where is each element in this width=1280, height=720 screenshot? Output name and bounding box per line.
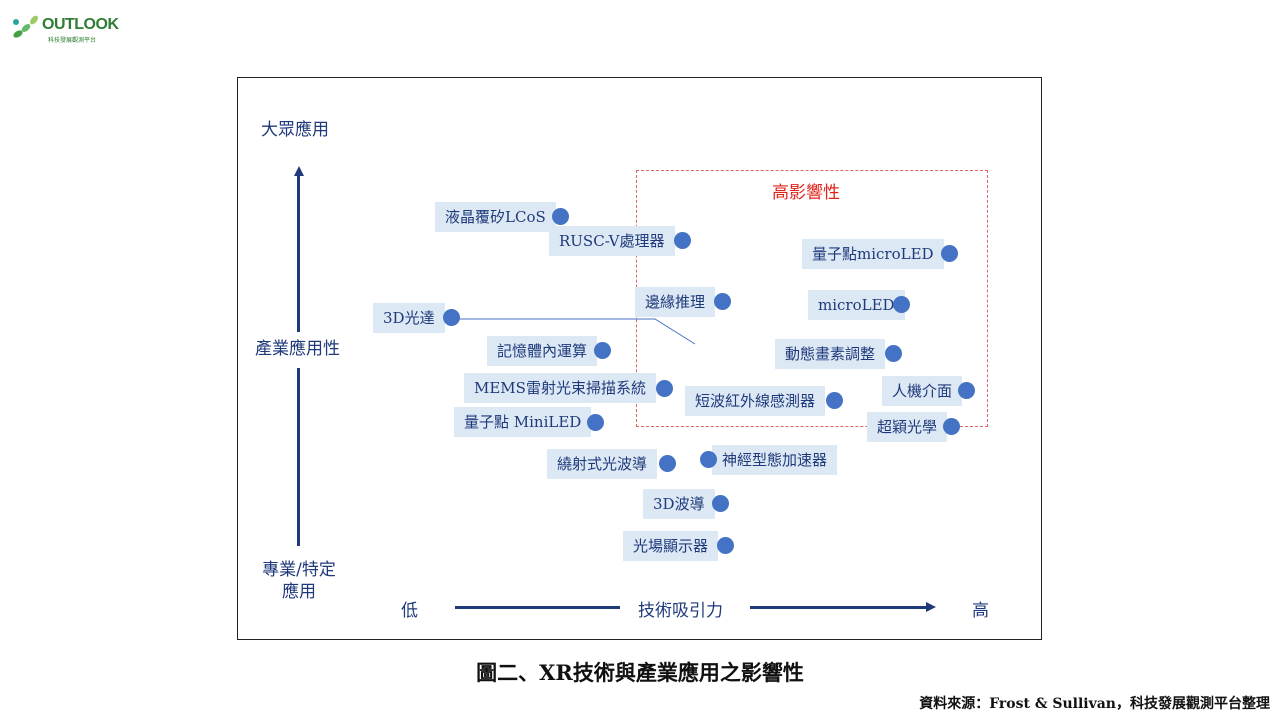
item-label-diffractive-waveguide: 繞射式光波導 (547, 449, 658, 479)
item-label-edge-inference: 邊緣推理 (635, 287, 716, 317)
item-dot-hmi (958, 382, 975, 399)
x-axis-high-label: 高 (972, 601, 989, 621)
y-axis-bottom-line1: 專業/特定 (262, 560, 336, 580)
item-label-metasurface-optics: 超穎光學 (867, 412, 948, 442)
item-label-dynamic-pixel: 動態畫素調整 (775, 339, 886, 369)
y-axis-middle-label: 產業應用性 (255, 339, 340, 359)
item-dot-neuromorphic (700, 451, 717, 468)
item-label-light-field-display: 光場顯示器 (623, 531, 719, 561)
figure-caption: 圖二、XR技術與產業應用之影響性 (476, 660, 804, 685)
item-dot-3d-lidar (443, 309, 460, 326)
item-dot-diffractive-waveguide (659, 455, 676, 472)
item-label-in-memory-computing: 記憶體內運算 (487, 336, 598, 366)
item-dot-in-memory-computing (594, 342, 611, 359)
x-axis-middle-label: 技術吸引力 (638, 601, 723, 621)
item-dot-dynamic-pixel (885, 345, 902, 362)
y-axis-bottom-label: 專業/特定 應用 (256, 559, 342, 603)
item-dot-edge-inference (714, 293, 731, 310)
item-label-lcos: 液晶覆矽LCoS (435, 202, 556, 232)
item-dot-light-field-display (717, 537, 734, 554)
x-axis-line-right (750, 606, 928, 609)
y-axis-bottom-line2: 應用 (282, 582, 316, 602)
item-dot-lcos (552, 208, 569, 225)
item-dot-mems-laser (656, 380, 673, 397)
y-axis-top-label: 大眾應用 (261, 120, 329, 140)
outlook-logo: OUTLOOK 科技發展觀測平台 (8, 4, 120, 44)
item-label-swir-sensor: 短波紅外線感測器 (685, 386, 826, 416)
y-axis-line-upper (297, 174, 300, 332)
x-axis-arrowhead (926, 602, 936, 612)
item-dot-metasurface-optics (943, 418, 960, 435)
logo-subtitle: 科技發展觀測平台 (48, 37, 97, 44)
item-dot-swir-sensor (826, 392, 843, 409)
item-label-neuromorphic: 神經型態加速器 (712, 445, 838, 475)
y-axis-line-lower (297, 368, 300, 546)
item-label-hmi: 人機介面 (882, 376, 963, 406)
item-label-qd-miniled: 量子點 MiniLED (454, 407, 592, 437)
source-note: 資料來源：Frost & Sullivan，科技發展觀測平台整理 (919, 696, 1270, 712)
item-label-rusc-v: RUSC-V處理器 (549, 226, 675, 256)
item-dot-microled (893, 296, 910, 313)
diagram-frame (237, 77, 1042, 640)
x-axis-low-label: 低 (401, 601, 418, 621)
item-dot-qd-microled (941, 245, 958, 262)
item-dot-rusc-v (674, 232, 691, 249)
item-label-3d-lidar: 3D光達 (373, 303, 445, 333)
logo-leaf-icon (13, 15, 38, 38)
item-label-mems-laser: MEMS雷射光束掃描系統 (464, 373, 656, 403)
item-label-3d-waveguide: 3D波導 (643, 489, 715, 519)
item-label-microled: microLED (808, 290, 905, 320)
x-axis-line-left (455, 606, 620, 609)
item-dot-qd-miniled (587, 414, 604, 431)
high-impact-zone-title: 高影響性 (772, 183, 840, 203)
logo-text: OUTLOOK (42, 16, 119, 33)
item-label-qd-microled: 量子點microLED (802, 239, 944, 269)
y-axis-arrowhead (294, 166, 304, 176)
item-dot-3d-waveguide (712, 495, 729, 512)
